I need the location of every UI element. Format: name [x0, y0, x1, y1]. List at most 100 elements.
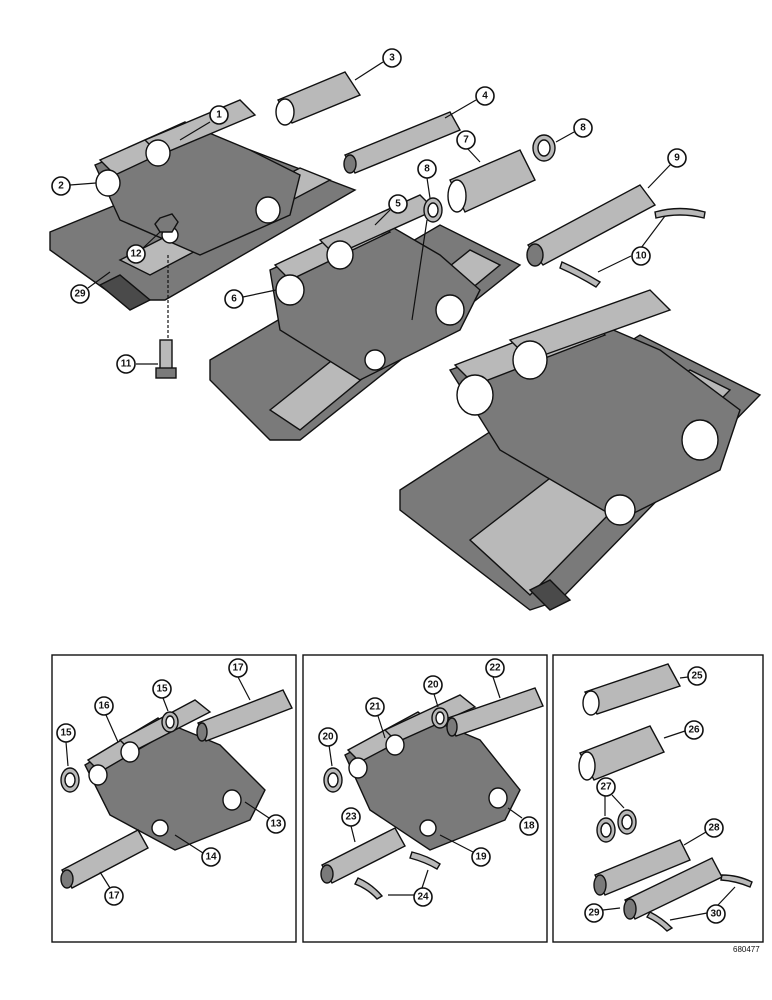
lock-ring-10-upper [654, 207, 706, 219]
svg-text:10: 10 [635, 251, 647, 262]
callout-16: 16 [94, 696, 119, 743]
svg-text:5: 5 [395, 199, 401, 210]
panel-left-pin-lower [60, 829, 149, 889]
svg-text:17: 17 [108, 891, 120, 902]
callout-15-left: 15 [56, 723, 76, 767]
bushing-25 [582, 663, 682, 716]
callout-12: 12 [126, 231, 161, 264]
panel-middle-link [344, 694, 521, 851]
callout-17-lower: 17 [99, 871, 124, 906]
callout-14: 14 [174, 834, 221, 867]
svg-text:7: 7 [463, 135, 469, 146]
svg-text:22: 22 [489, 663, 501, 674]
svg-text:12: 12 [130, 249, 142, 260]
bushing-26 [578, 725, 665, 781]
svg-text:17: 17 [232, 663, 244, 674]
callout-29-top: 29 [70, 271, 111, 304]
svg-text:8: 8 [580, 123, 586, 134]
callout-13: 13 [244, 801, 286, 834]
callout-2: 2 [51, 176, 97, 196]
callout-15-right: 15 [152, 679, 172, 712]
svg-text:21: 21 [369, 702, 381, 713]
panel-middle-lock-ring-lower [354, 877, 384, 900]
callout-17-upper: 17 [228, 658, 251, 701]
svg-text:23: 23 [345, 812, 357, 823]
svg-text:11: 11 [121, 359, 132, 370]
figure-number: 680477 [733, 945, 760, 954]
track-link-middle [269, 194, 481, 381]
callout-8-left: 8 [417, 159, 437, 199]
callout-27: 27 [596, 777, 625, 816]
svg-text:8: 8 [424, 164, 430, 175]
callout-10: 10 [597, 215, 666, 273]
svg-text:26: 26 [688, 725, 700, 736]
nut-12 [154, 213, 179, 233]
callout-8-right: 8 [555, 118, 593, 143]
panel-middle-pin-upper [446, 687, 544, 737]
svg-text:6: 6 [231, 294, 237, 305]
svg-text:1: 1 [216, 110, 222, 121]
svg-text:13: 13 [270, 819, 282, 830]
callout-20-right: 20 [423, 675, 443, 708]
callout-21: 21 [365, 697, 386, 739]
panel-left-seal-left [60, 767, 80, 793]
callout-19: 19 [439, 834, 491, 867]
callout-18: 18 [507, 807, 539, 836]
panel-left-seal-right [161, 711, 179, 733]
panel-left [51, 654, 297, 943]
callout-22: 22 [485, 658, 505, 699]
callout-28: 28 [683, 818, 724, 846]
svg-text:19: 19 [475, 852, 487, 863]
svg-text:14: 14 [205, 852, 217, 863]
seal-8-right [532, 134, 556, 162]
lock-ring-30-lower [645, 911, 674, 932]
callout-1: 1 [179, 105, 229, 141]
seal-8-left [423, 197, 443, 223]
svg-text:29: 29 [74, 289, 86, 300]
svg-text:18: 18 [523, 821, 535, 832]
svg-text:2: 2 [58, 181, 64, 192]
panel-left-pin-upper [196, 689, 293, 742]
svg-text:9: 9 [674, 153, 680, 164]
lock-ring-10-lower [559, 261, 602, 288]
svg-text:15: 15 [156, 684, 168, 695]
callout-4: 4 [444, 86, 495, 119]
callout-20-left: 20 [318, 727, 338, 767]
callout-3: 3 [354, 48, 402, 81]
callout-26: 26 [663, 720, 704, 740]
panel-middle [302, 654, 548, 943]
svg-text:3: 3 [389, 53, 395, 64]
callout-24: 24 [388, 869, 433, 907]
panel-middle-seal-right [431, 707, 449, 729]
callout-6: 6 [224, 289, 277, 309]
callout-30: 30 [669, 886, 736, 924]
svg-text:24: 24 [417, 892, 429, 903]
panel-middle-pin-lower [320, 827, 406, 884]
panel-middle-lock-ring-upper [409, 851, 441, 870]
svg-text:28: 28 [708, 823, 720, 834]
svg-text:15: 15 [60, 728, 72, 739]
svg-text:25: 25 [691, 671, 703, 682]
callout-11: 11 [116, 354, 158, 374]
bolt-11 [155, 339, 177, 379]
svg-text:20: 20 [427, 680, 439, 691]
callout-23: 23 [341, 807, 361, 843]
track-link-large [448, 289, 741, 526]
svg-text:30: 30 [710, 909, 722, 920]
callout-5: 5 [374, 194, 408, 226]
bushing-7 [447, 149, 536, 213]
callout-25: 25 [679, 666, 707, 686]
leader-8-into-link [411, 219, 428, 321]
panel-right [552, 654, 764, 943]
pin-4 [343, 111, 461, 174]
callout-7: 7 [456, 130, 481, 163]
master-pin-9 [526, 184, 657, 267]
bushing-3 [275, 71, 362, 126]
svg-text:29: 29 [588, 908, 600, 919]
panel-middle-seal-left [323, 767, 343, 793]
svg-text:16: 16 [98, 701, 110, 712]
seals-27 [596, 809, 637, 843]
lock-ring-30-upper [720, 874, 753, 888]
callout-9: 9 [647, 148, 687, 189]
